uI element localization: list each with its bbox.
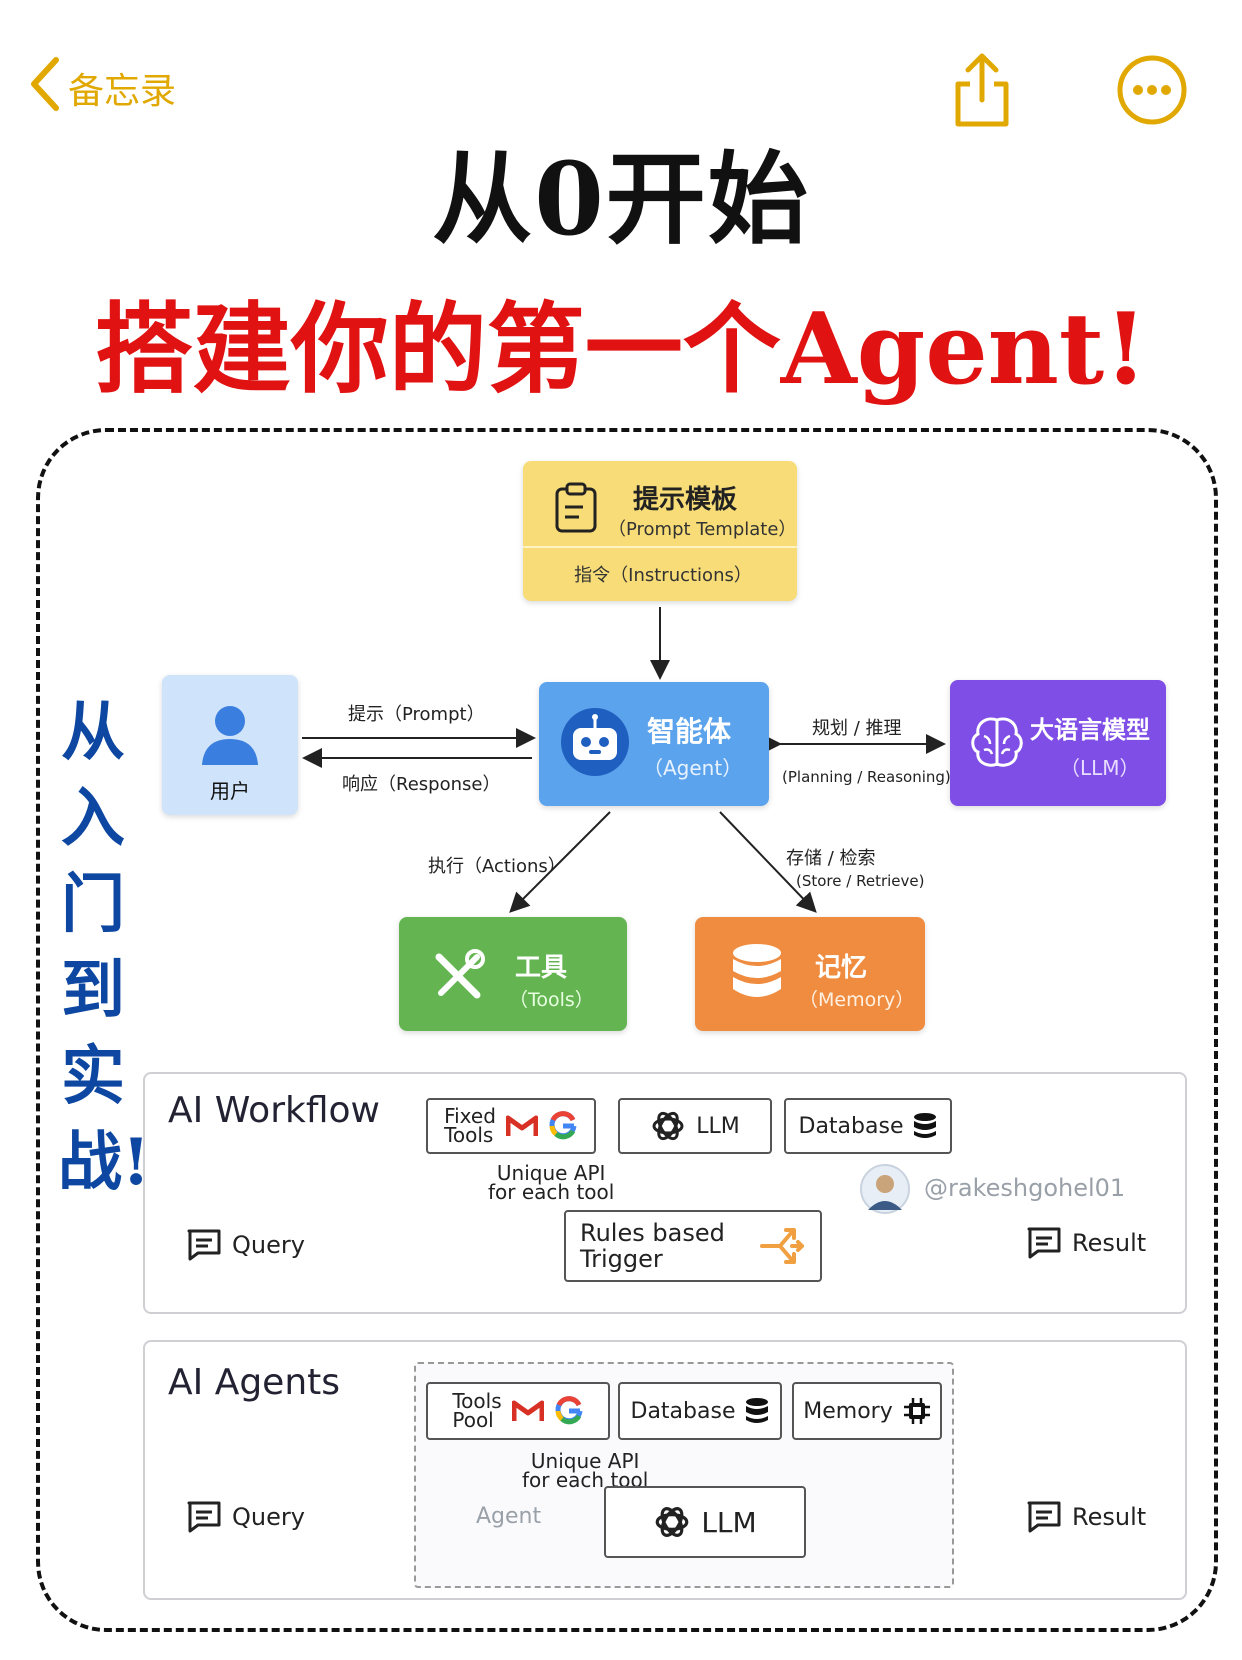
agents-result-label: Result xyxy=(1072,1503,1146,1531)
chip-icon xyxy=(903,1397,931,1425)
instructions-label: 指令（Instructions） xyxy=(573,561,753,587)
tools-title: 工具 xyxy=(515,947,567,984)
workflow-fixed-label-2: Tools xyxy=(444,1123,493,1147)
agents-query: Query xyxy=(186,1500,305,1534)
avatar xyxy=(860,1164,910,1214)
google-icon xyxy=(554,1396,584,1426)
edge-label-planning-cn: 规划 / 推理 xyxy=(812,714,902,740)
edge-label-response: 响应（Response） xyxy=(342,770,500,796)
gmail-icon xyxy=(506,1114,538,1138)
user-box: 用户 xyxy=(162,675,298,815)
edge-label-store-en: (Store / Retrieve) xyxy=(796,872,924,890)
prompt-title: 提示模板 xyxy=(633,479,737,516)
prompt-template-box: 提示模板 （Prompt Template） 指令（Instructions） xyxy=(523,461,797,601)
message-icon xyxy=(1026,1226,1062,1260)
agents-database-label: Database xyxy=(631,1399,736,1424)
google-icon xyxy=(548,1111,578,1141)
workflow-llm: LLM xyxy=(618,1098,772,1154)
workflow-result-label: Result xyxy=(1072,1229,1146,1257)
workflow-result: Result xyxy=(1026,1226,1146,1260)
workflow-api-note: Unique API for each tool xyxy=(488,1164,614,1202)
brain-icon xyxy=(968,714,1026,772)
edge-label-prompt: 提示（Prompt） xyxy=(348,700,485,726)
openai-icon xyxy=(653,1503,691,1541)
database-icon xyxy=(731,943,783,1005)
workflow-query-label: Query xyxy=(232,1231,305,1259)
user-icon xyxy=(202,703,258,767)
workflow-database-label: Database xyxy=(799,1114,904,1139)
workflow-llm-label: LLM xyxy=(696,1114,740,1139)
clipboard-icon xyxy=(553,481,599,533)
agents-result: Result xyxy=(1026,1500,1146,1534)
agents-database: Database xyxy=(618,1382,782,1440)
agent-box: 智能体 （Agent） xyxy=(539,682,769,806)
author-handle: @rakeshgohel01 xyxy=(924,1174,1125,1202)
message-icon xyxy=(186,1228,222,1262)
workflow-api-2: for each tool xyxy=(488,1180,614,1204)
memory-box: 记忆 （Memory） xyxy=(695,917,925,1031)
tools-icon xyxy=(429,947,487,1005)
workflow-trigger-1: Rules based xyxy=(580,1219,725,1247)
workflow-fixed-tools: Fixed Tools xyxy=(426,1098,596,1154)
agents-llm-label: LLM xyxy=(701,1506,756,1539)
llm-subtitle: （LLM） xyxy=(1060,752,1140,781)
agent-subtitle: （Agent） xyxy=(643,752,742,781)
gmail-icon xyxy=(512,1399,544,1423)
agents-tools-pool: Tools Pool xyxy=(426,1382,610,1440)
tools-box: 工具 （Tools） xyxy=(399,917,627,1031)
memory-subtitle: （Memory） xyxy=(799,985,914,1012)
memory-title: 记忆 xyxy=(815,947,867,984)
agents-memory: Memory xyxy=(792,1382,942,1440)
user-label: 用户 xyxy=(162,775,298,804)
workflow-database: Database xyxy=(784,1098,952,1154)
agents-query-label: Query xyxy=(232,1503,305,1531)
agents-tools-label-2: Pool xyxy=(452,1408,493,1432)
openai-icon xyxy=(650,1108,686,1144)
agents-llm: LLM xyxy=(604,1486,806,1558)
split-arrows-icon xyxy=(758,1222,806,1270)
message-icon xyxy=(186,1500,222,1534)
tools-subtitle: （Tools） xyxy=(509,985,594,1012)
message-icon xyxy=(1026,1500,1062,1534)
agents-title: AI Agents xyxy=(168,1362,340,1403)
workflow-query: Query xyxy=(186,1228,305,1262)
workflow-trigger: Rules based Trigger xyxy=(564,1210,822,1282)
agents-api-note: Unique API for each tool xyxy=(522,1452,648,1490)
workflow-title: AI Workflow xyxy=(168,1090,380,1131)
edge-label-actions: 执行（Actions） xyxy=(428,852,566,878)
robot-icon xyxy=(559,706,631,778)
database-icon xyxy=(913,1112,937,1140)
agent-label: Agent xyxy=(476,1504,541,1529)
database-icon xyxy=(745,1397,769,1425)
edge-label-store-cn: 存储 / 检索 xyxy=(786,844,876,870)
llm-title: 大语言模型 xyxy=(1030,710,1150,745)
llm-box: 大语言模型 （LLM） xyxy=(950,680,1166,806)
workflow-trigger-2: Trigger xyxy=(580,1245,663,1273)
agents-memory-label: Memory xyxy=(803,1399,892,1424)
edge-label-planning-en: (Planning / Reasoning) xyxy=(782,768,951,786)
prompt-subtitle: （Prompt Template） xyxy=(608,515,796,541)
agent-title: 智能体 xyxy=(647,710,731,750)
